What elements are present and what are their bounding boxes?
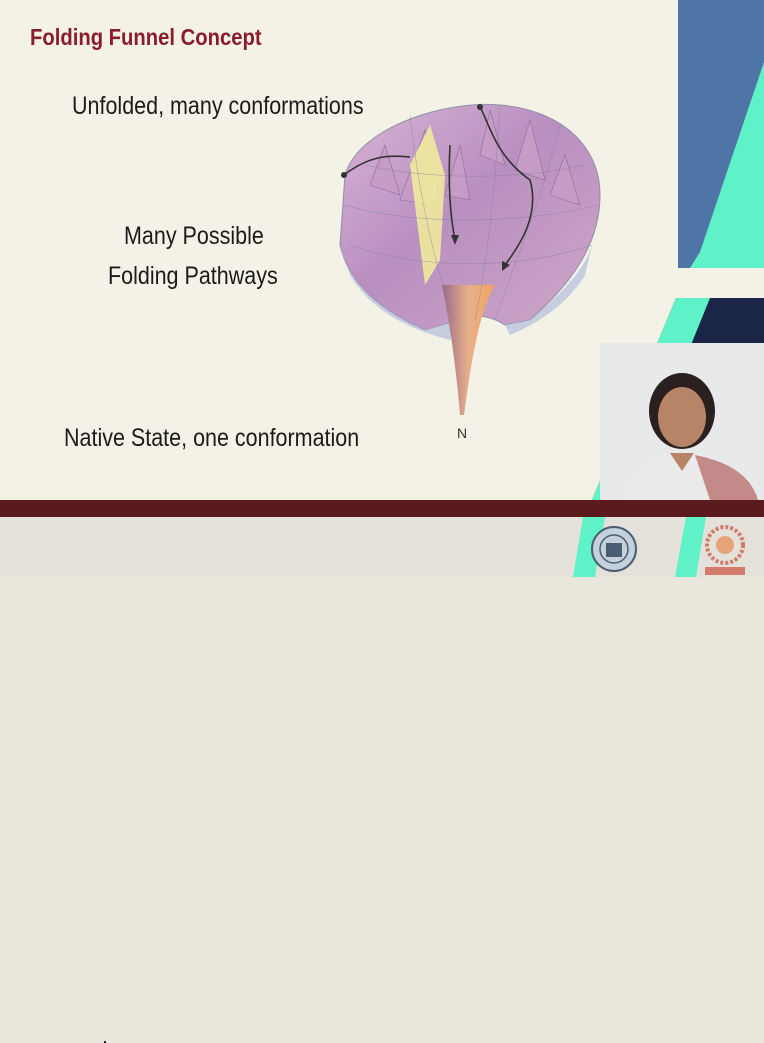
footer xyxy=(0,517,764,577)
nptel-logo-icon xyxy=(705,527,745,575)
slide: Folding Funnel Concept Unfolded, many co… xyxy=(0,0,764,500)
folding-funnel-diagram xyxy=(330,85,610,430)
presenter-video xyxy=(600,343,764,500)
native-state-label: Native State, one conformation xyxy=(64,424,359,453)
presenter-figure xyxy=(600,343,764,500)
pathways-label-line2: Folding Pathways xyxy=(108,262,278,291)
footer-graphics xyxy=(0,517,764,577)
iit-kharagpur-emblem-icon xyxy=(592,527,636,571)
bottom-bar xyxy=(0,500,764,517)
unfolded-label: Unfolded, many conformations xyxy=(72,92,364,121)
funnel-native-label: N xyxy=(457,425,467,441)
slide-title: Folding Funnel Concept xyxy=(30,24,262,51)
pathways-label-line1: Many Possible xyxy=(124,222,264,251)
